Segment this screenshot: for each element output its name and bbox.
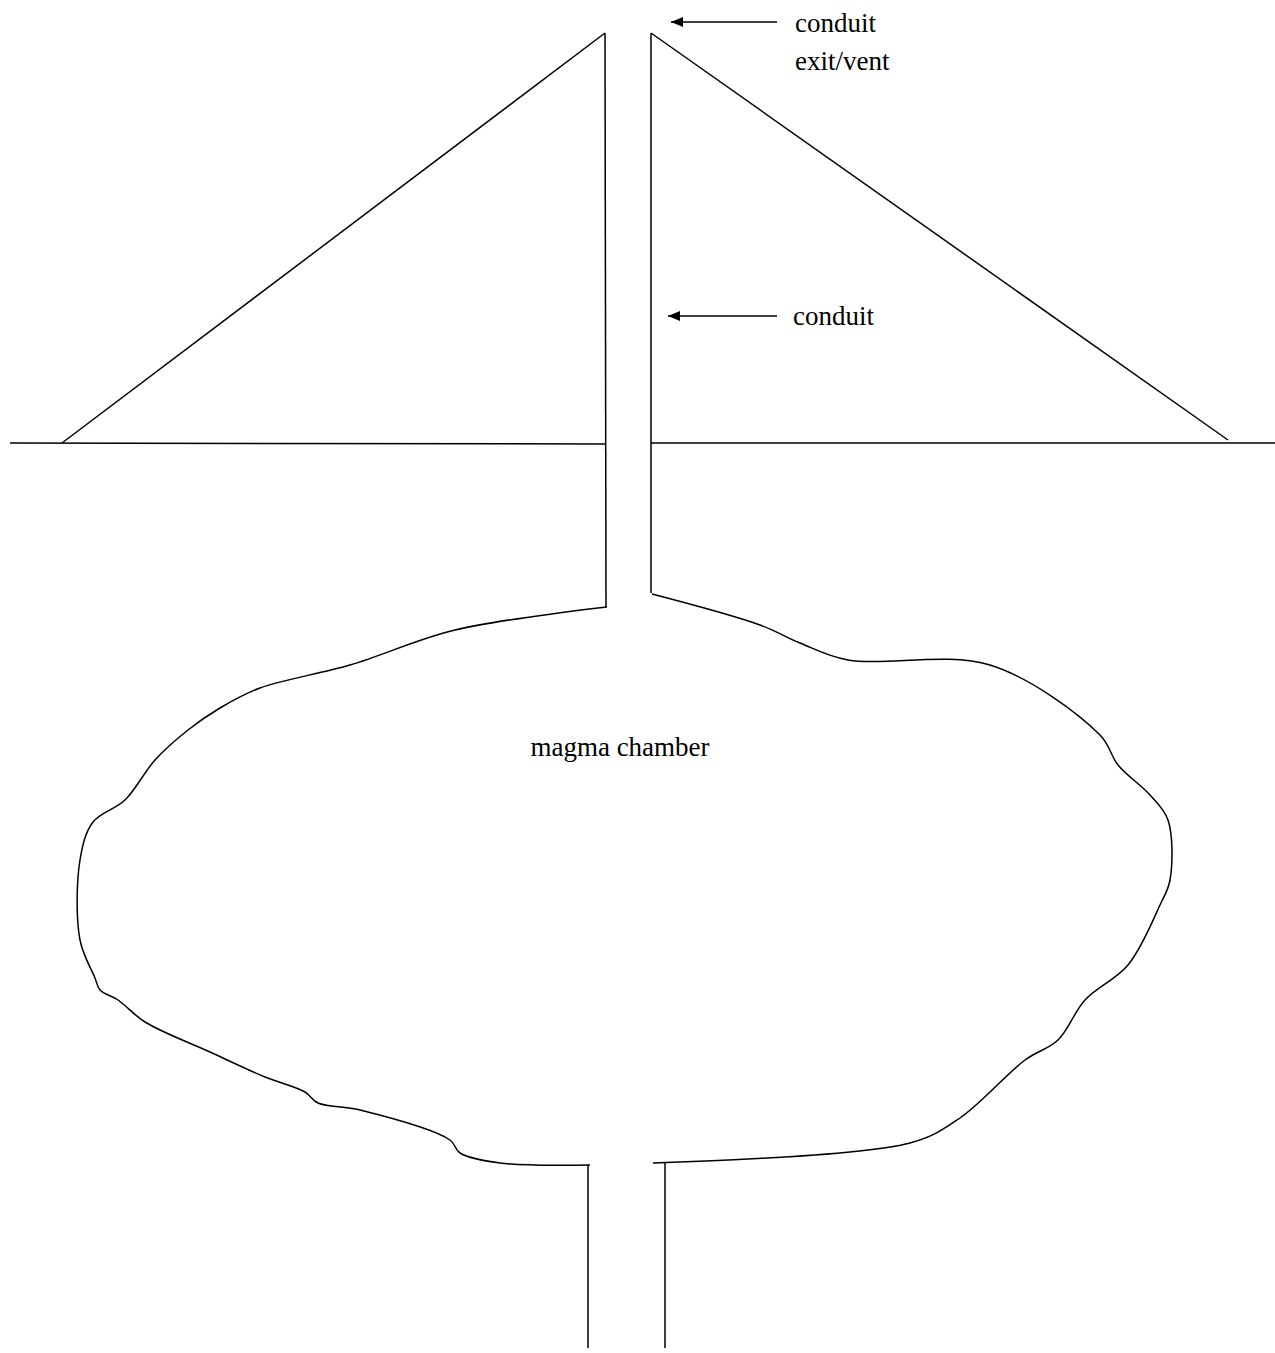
- chamber-label: magma chamber: [530, 728, 709, 766]
- callout-label: conduit exit/vent: [795, 4, 935, 80]
- leader-arrow: [668, 315, 777, 317]
- feeder-wall: [664, 1163, 666, 1348]
- leader-arrow: [671, 21, 777, 23]
- chamber-outline: [70, 585, 1180, 1175]
- chamber-wall: [77, 607, 607, 1165]
- conduit-wall: [605, 33, 606, 607]
- feeder-wall: [587, 1165, 589, 1348]
- ground-line: [10, 443, 605, 444]
- chamber-wall: [652, 594, 1172, 1163]
- conduit-wall: [650, 33, 652, 593]
- magma-chamber: magma chamber: [70, 585, 1180, 1175]
- volcano-flank: [651, 33, 1228, 440]
- callout-label: conduit: [793, 297, 874, 335]
- ground-line: [651, 442, 1275, 444]
- volcano-flank: [62, 33, 605, 443]
